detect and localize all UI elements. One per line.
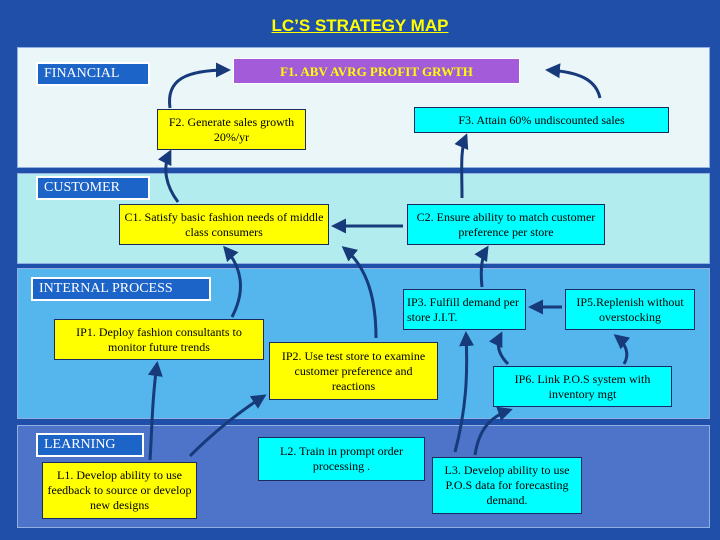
objective-ip5: IP5.Replenish without overstocking xyxy=(565,289,695,330)
objective-f2: F2. Generate sales growth 20%/yr xyxy=(157,109,306,150)
arrow-l1-to-ip1 xyxy=(147,361,163,461)
objective-ip1: IP1. Deploy fashion consultants to monit… xyxy=(54,319,264,360)
arrow-ip2-to-c1 xyxy=(341,246,378,339)
arrow-ip6-to-ip3 xyxy=(488,331,510,366)
arrow-l1-to-ip2 xyxy=(188,394,267,458)
objective-ip2: IP2. Use test store to examine customer … xyxy=(269,342,438,400)
arrow-l3-to-ip6 xyxy=(473,406,513,456)
arrow-ip1-to-c1 xyxy=(223,245,242,318)
arrow-f3-to-f1 xyxy=(545,63,602,99)
objective-c1: C1. Satisfy basic fashion needs of middl… xyxy=(119,204,329,245)
arrow-l2-to-ip3 xyxy=(453,331,475,453)
arrow-f2-to-f1 xyxy=(167,62,231,109)
internal-process-label: INTERNAL PROCESS xyxy=(31,277,211,301)
learning-label: LEARNING xyxy=(36,433,144,457)
financial-label: FINANCIAL xyxy=(36,62,150,86)
objective-l1: L1. Develop ability to use feedback to s… xyxy=(42,462,197,519)
objective-f3: F3. Attain 60% undiscounted sales xyxy=(414,107,669,133)
objective-f1: F1. ABV AVRG PROFIT GRWTH xyxy=(233,58,520,84)
arrow-c1-to-f2 xyxy=(157,149,180,203)
page-title: LC’S STRATEGY MAP xyxy=(271,16,449,35)
objective-c2: C2. Ensure ability to match customer pre… xyxy=(407,204,605,245)
arrow-ip6-to-ip5 xyxy=(613,334,631,365)
objective-ip6: IP6. Link P.O.S system with inventory mg… xyxy=(493,366,672,407)
customer-label: CUSTOMER xyxy=(36,176,150,200)
objective-ip3: IP3. Fulfill demand per store J.I.T. xyxy=(403,289,526,330)
arrow-c2-to-f3 xyxy=(454,133,469,199)
arrow-ip3-to-c2 xyxy=(474,245,489,288)
objective-l3: L3. Develop ability to use P.O.S data fo… xyxy=(432,457,582,514)
objective-l2: L2. Train in prompt order processing . xyxy=(258,437,425,481)
